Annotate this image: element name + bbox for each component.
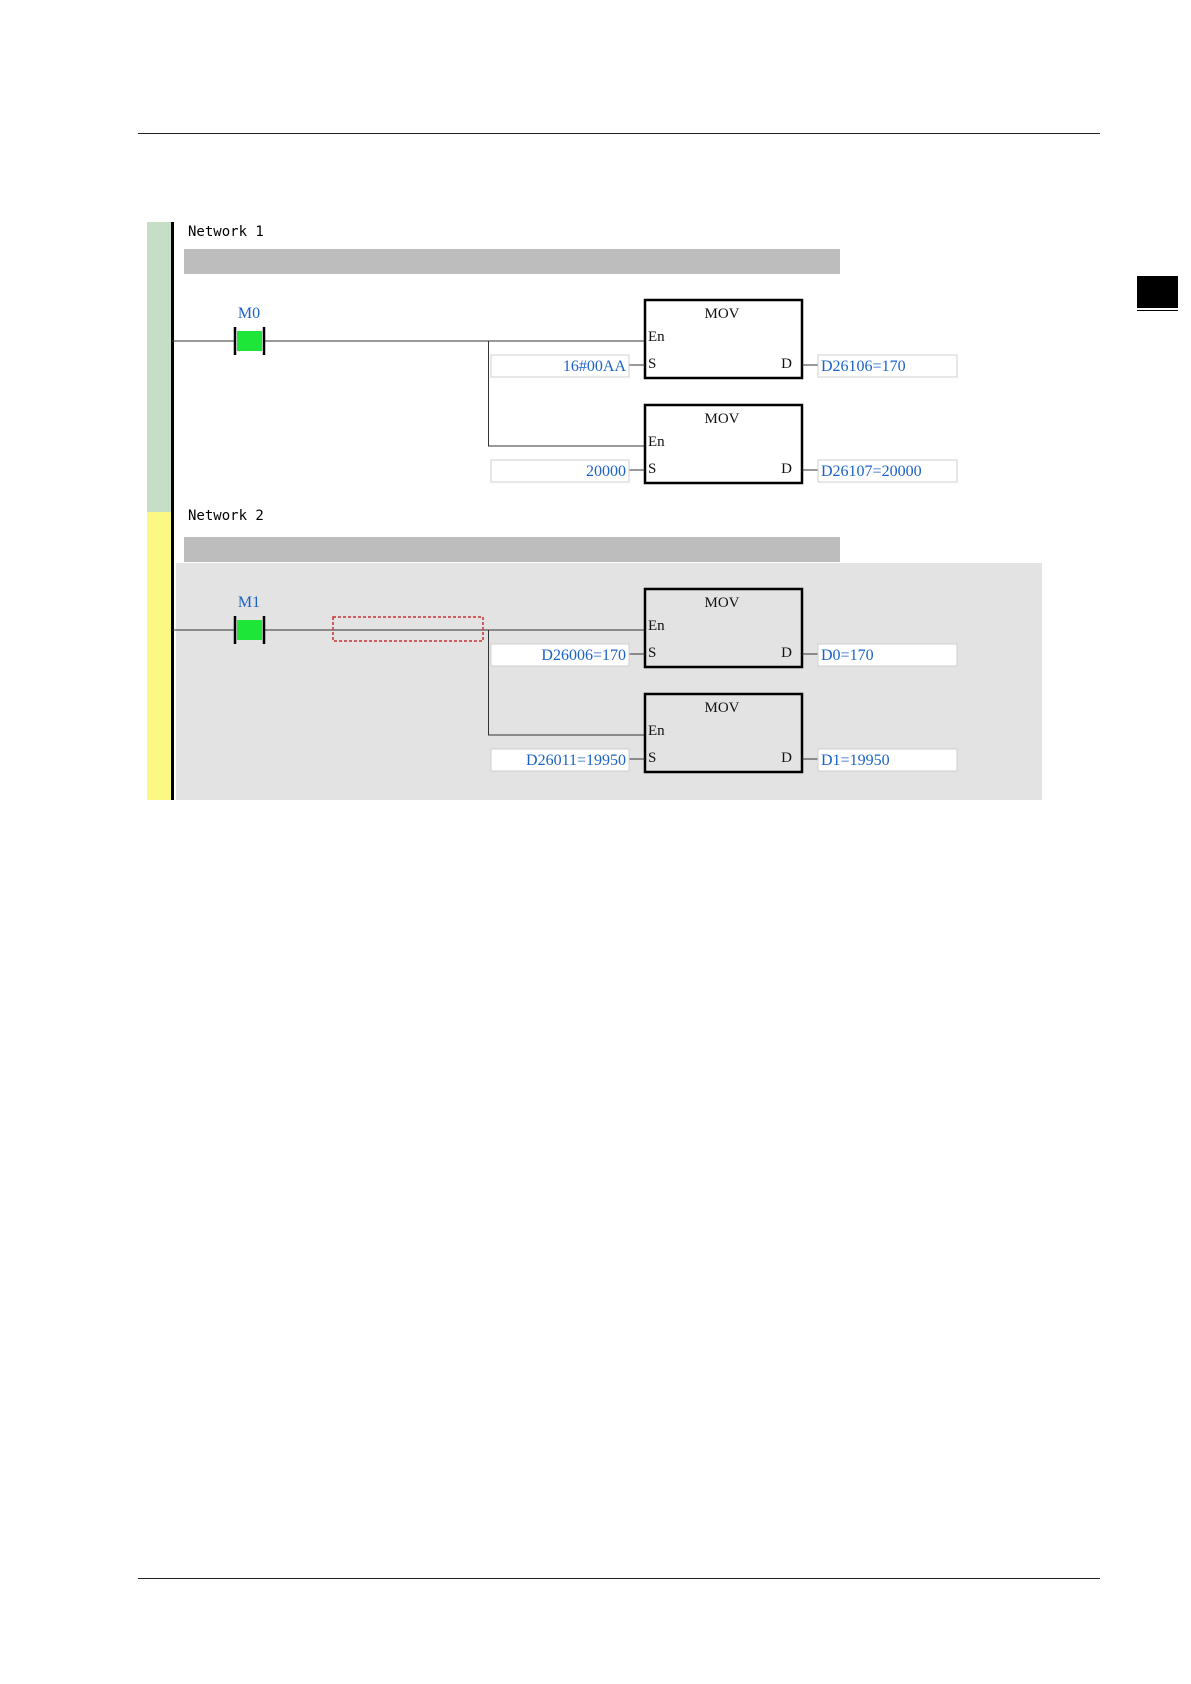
network-2-title: Network 2 — [188, 508, 264, 524]
d-pin-label: D — [781, 750, 792, 766]
d-pin-label: D — [781, 461, 792, 477]
block-title: MOV — [704, 700, 739, 716]
dest-operand-value: D26106=170 — [821, 358, 906, 375]
network-1-title: Network 1 — [188, 224, 264, 240]
network-1[interactable]: Network 1 M0 MOV En S D 16#00AA D26106=1… — [172, 224, 957, 483]
en-pin-label: En — [648, 329, 665, 345]
d-pin-label: D — [781, 356, 792, 372]
ladder-diagram-editor: Network 1 M0 MOV En S D 16#00AA D26106=1… — [0, 0, 1191, 830]
en-pin-label: En — [648, 618, 665, 634]
dest-operand-value: D26107=20000 — [821, 463, 922, 480]
source-operand-value: D26006=170 — [541, 647, 626, 664]
page-footer-rule — [138, 1578, 1100, 1579]
s-pin-label: S — [648, 461, 656, 477]
network-2-comment-bar[interactable] — [184, 537, 840, 562]
contact-label: M0 — [238, 305, 260, 322]
mov-block[interactable]: MOV En S D — [645, 405, 802, 483]
source-operand-value: D26011=19950 — [526, 752, 626, 769]
source-operand-value: 16#00AA — [563, 358, 627, 375]
s-pin-label: S — [648, 750, 656, 766]
s-pin-label: S — [648, 645, 656, 661]
network-1-rail-strip — [147, 222, 171, 512]
source-operand-value: 20000 — [586, 463, 626, 480]
block-title: MOV — [704, 411, 739, 427]
en-pin-label: En — [648, 434, 665, 450]
s-pin-label: S — [648, 356, 656, 372]
block-title: MOV — [704, 595, 739, 611]
network-1-comment-bar[interactable] — [184, 249, 840, 274]
contact-m0[interactable]: M0 — [235, 305, 264, 355]
dest-operand-value: D0=170 — [821, 647, 874, 664]
contact-on-indicator — [237, 331, 262, 351]
block-title: MOV — [704, 306, 739, 322]
en-pin-label: En — [648, 723, 665, 739]
dest-operand-value: D1=19950 — [821, 752, 890, 769]
network-2-rail-strip — [147, 512, 171, 800]
contact-on-indicator — [237, 620, 262, 640]
d-pin-label: D — [781, 645, 792, 661]
mov-block[interactable]: MOV En S D — [645, 300, 802, 378]
contact-label: M1 — [238, 594, 260, 611]
